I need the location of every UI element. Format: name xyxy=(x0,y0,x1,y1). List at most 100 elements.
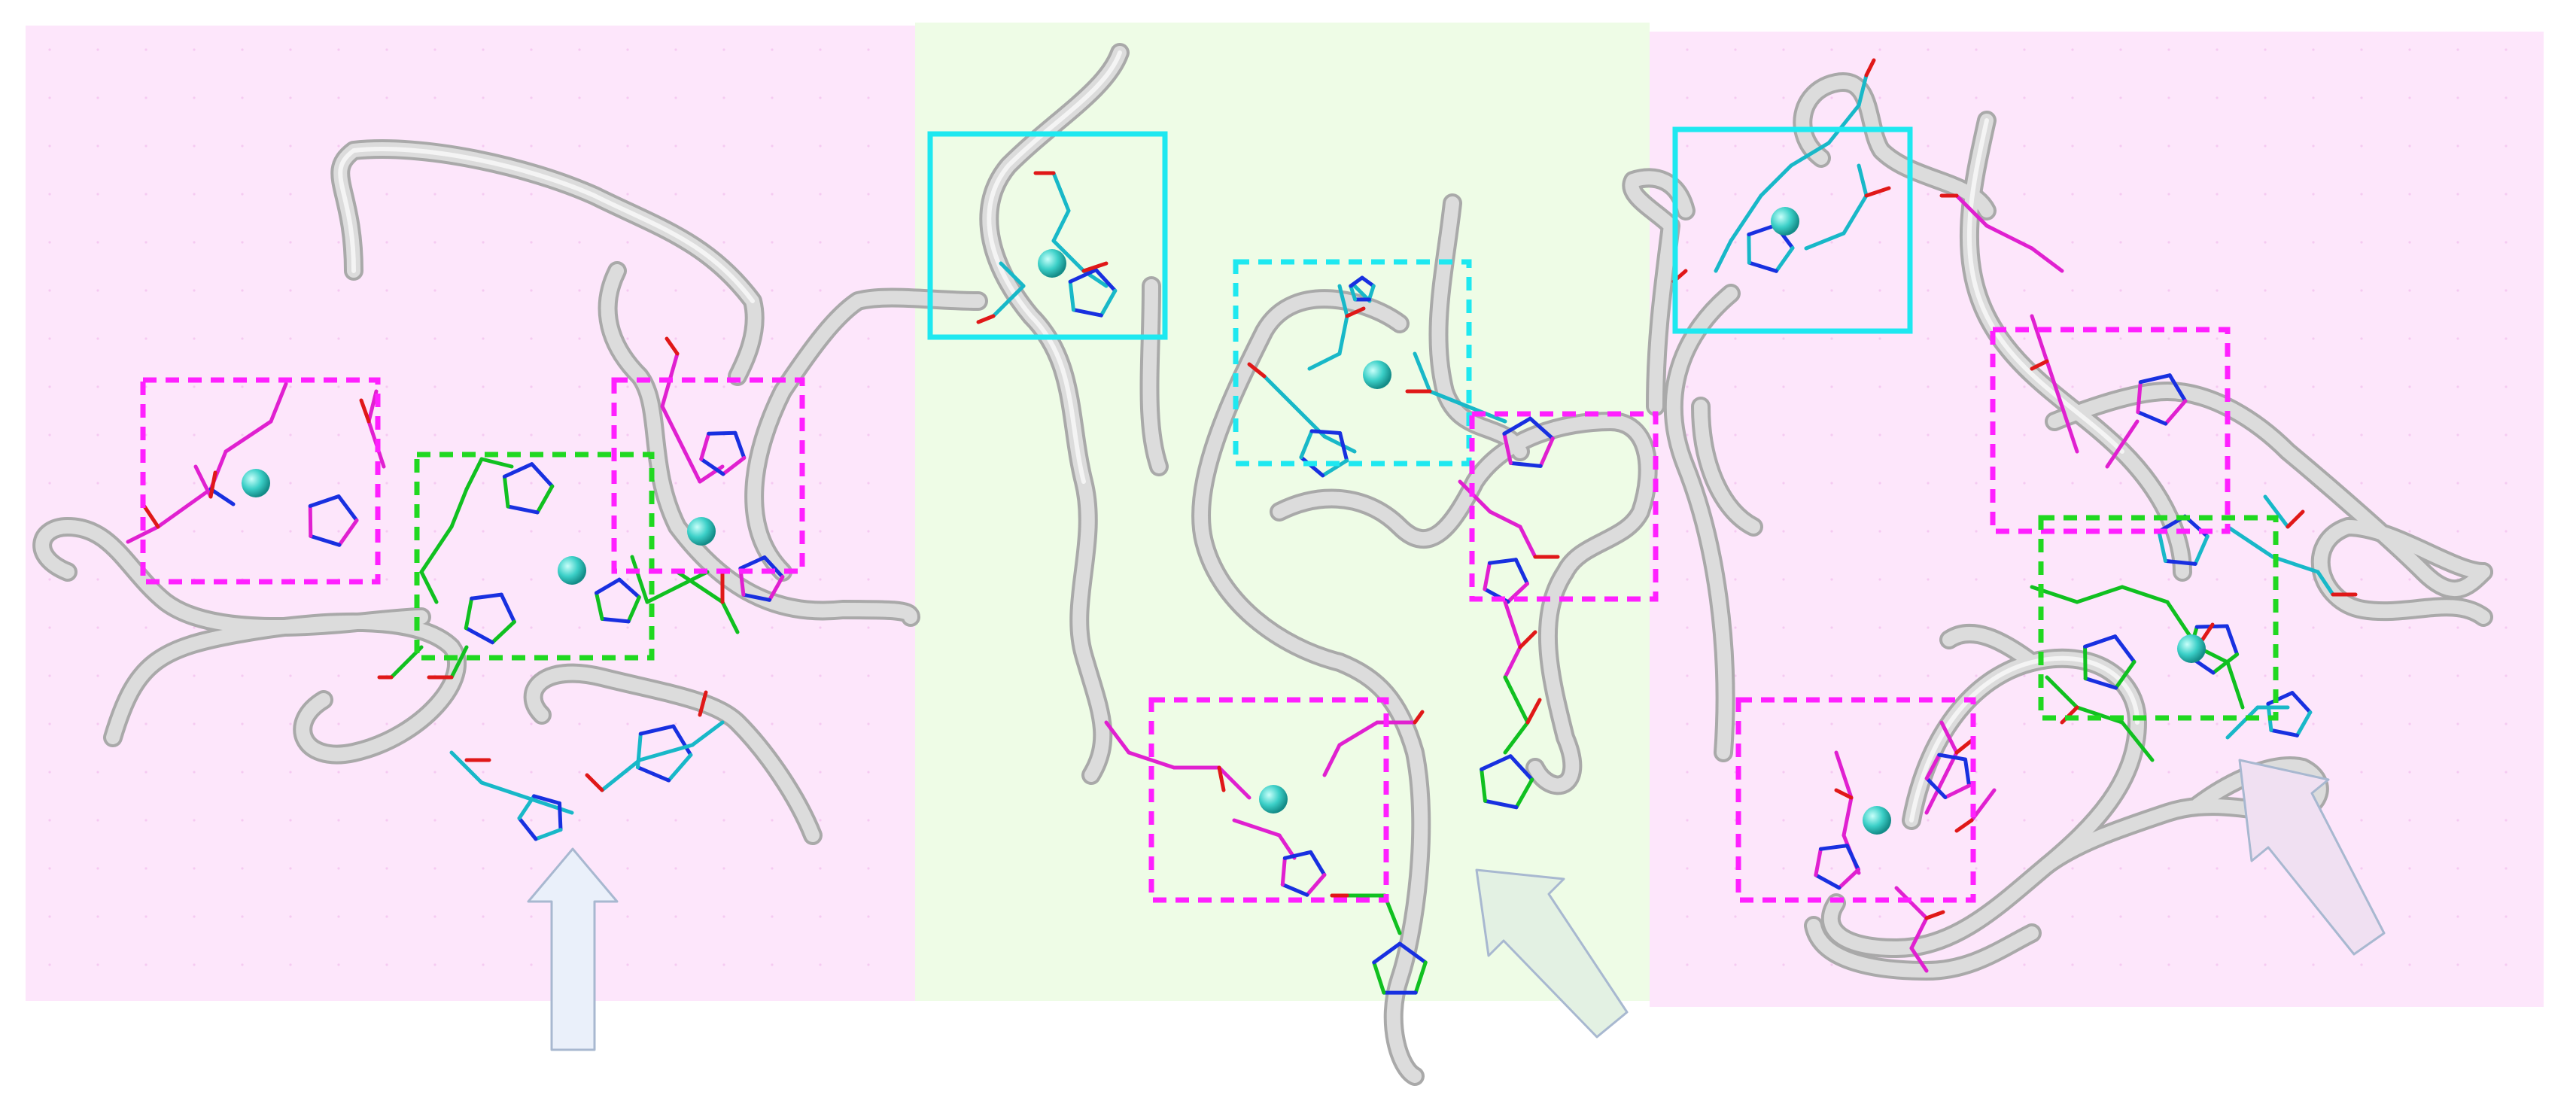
bond xyxy=(1857,163,1869,198)
bond xyxy=(1322,743,1342,777)
bond xyxy=(1480,767,1487,803)
bond xyxy=(1413,710,1425,725)
bond xyxy=(530,462,555,488)
bond xyxy=(1954,738,1974,755)
bond xyxy=(1842,193,1869,236)
bond xyxy=(502,462,534,479)
bond xyxy=(690,720,725,747)
bond xyxy=(1814,847,1823,877)
bond xyxy=(470,592,503,601)
box-green-dashed xyxy=(2038,515,2279,721)
bond xyxy=(595,577,622,595)
bond xyxy=(1299,455,1325,478)
bond xyxy=(665,336,680,356)
bond xyxy=(1413,960,1428,995)
bond xyxy=(1837,868,1860,890)
box-magenta-dashed xyxy=(1148,697,1389,903)
box-magenta-dashed xyxy=(1469,411,1659,602)
bond xyxy=(2138,373,2172,385)
bond xyxy=(449,645,469,680)
bond xyxy=(600,758,642,792)
bond xyxy=(1428,389,1470,409)
bond xyxy=(2083,634,2118,649)
bond xyxy=(1337,720,1379,747)
bond xyxy=(1487,558,1518,565)
bond xyxy=(738,555,767,570)
bond xyxy=(645,585,680,604)
ribbon-fills xyxy=(35,46,2490,1083)
bond xyxy=(1483,561,1492,591)
bond xyxy=(767,575,785,602)
arrow-up-left-icon xyxy=(2238,759,2386,956)
bond xyxy=(419,525,454,574)
bond xyxy=(595,591,604,621)
bond xyxy=(1321,458,1349,478)
bond xyxy=(2083,677,2118,690)
bond xyxy=(2263,494,2290,529)
bond xyxy=(1247,362,1267,379)
bond xyxy=(525,795,574,815)
bond xyxy=(1508,461,1543,468)
bond xyxy=(1502,416,1532,436)
bond xyxy=(2266,691,2295,706)
bond xyxy=(1538,436,1555,468)
bond xyxy=(1413,351,1432,394)
bond xyxy=(1834,788,1854,800)
box-magenta-dashed xyxy=(1990,327,2231,534)
bond xyxy=(1367,284,1376,302)
bond xyxy=(1397,941,1428,965)
bond xyxy=(1503,720,1530,755)
bond xyxy=(534,828,563,841)
bond xyxy=(517,794,537,820)
bond xyxy=(479,457,514,469)
bond xyxy=(1525,698,1542,725)
bond xyxy=(1280,882,1309,897)
bond xyxy=(1502,431,1513,465)
bond xyxy=(1924,776,1948,800)
bond xyxy=(1864,186,1891,198)
bond xyxy=(741,592,771,602)
bond xyxy=(449,487,469,529)
bond xyxy=(2290,691,2313,715)
bond xyxy=(1924,780,1944,815)
bond xyxy=(269,382,288,424)
bond xyxy=(336,494,359,523)
bond xyxy=(532,794,561,805)
panel-left-dots xyxy=(26,26,915,1001)
bond xyxy=(1081,261,1109,273)
bond xyxy=(366,389,379,424)
bond xyxy=(1305,873,1327,897)
bond xyxy=(506,504,540,515)
bond xyxy=(1894,886,1929,920)
bond xyxy=(675,570,710,589)
bond xyxy=(1845,844,1860,872)
bond xyxy=(1747,223,1778,237)
bond xyxy=(1299,429,1314,460)
bond xyxy=(635,765,671,783)
bond xyxy=(637,743,695,762)
bond xyxy=(1309,850,1327,877)
box-cyan-dashed xyxy=(1233,259,1472,467)
box-cyan-solid xyxy=(1672,126,1913,334)
metal-ion xyxy=(1363,360,1391,389)
bond xyxy=(733,430,747,460)
bond xyxy=(490,619,516,645)
ribbon-highlights xyxy=(338,50,2140,823)
bond xyxy=(2120,720,2155,762)
bond xyxy=(1518,525,1537,559)
bond xyxy=(1483,798,1519,810)
bond xyxy=(991,284,1026,318)
bond xyxy=(1262,374,1297,409)
bond xyxy=(1338,431,1349,463)
bond xyxy=(1864,58,1876,78)
bond xyxy=(1506,582,1529,604)
bond xyxy=(675,570,725,604)
bond xyxy=(1282,850,1313,860)
bond xyxy=(1104,720,1131,755)
bond xyxy=(1924,910,1945,920)
bond xyxy=(1909,916,1929,950)
bond xyxy=(2113,634,2137,664)
backbone-ribbons xyxy=(32,43,2493,1086)
bond xyxy=(1307,351,1342,371)
